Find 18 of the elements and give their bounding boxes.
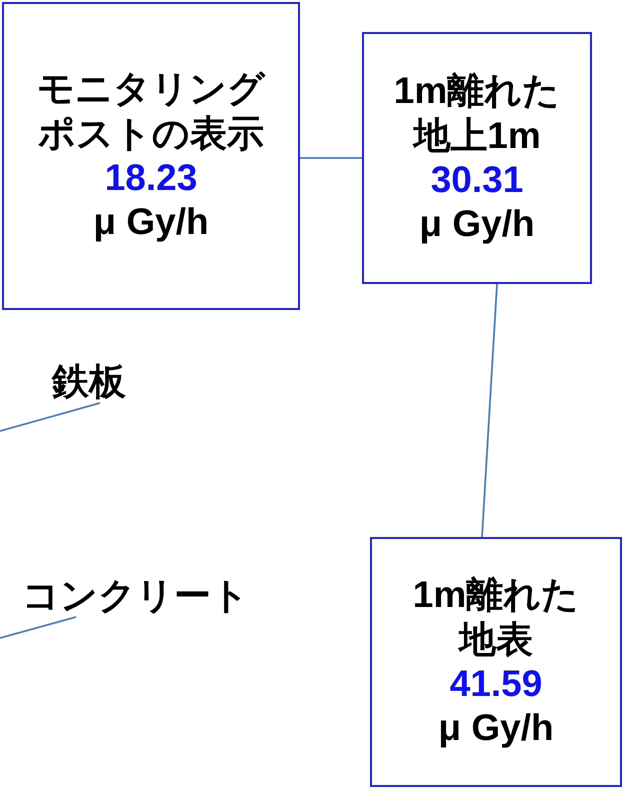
connector-line <box>481 284 498 538</box>
location-label: 1m離れた地表 <box>412 573 580 662</box>
unit-label: μ Gy/h <box>438 706 554 750</box>
leader-line <box>0 402 100 432</box>
dose-value: 41.59 <box>450 662 542 706</box>
location-label: モニタリングポストの表示 <box>36 67 266 156</box>
material-label: 鉄板 <box>52 360 126 404</box>
measurement-box <box>2 2 300 310</box>
dose-value: 18.23 <box>104 156 198 200</box>
connector-line <box>300 157 362 159</box>
unit-label: μ Gy/h <box>93 200 209 244</box>
measurement-box <box>370 537 622 787</box>
unit-label: μ Gy/h <box>419 202 535 246</box>
measurement-box <box>362 32 592 284</box>
location-label: 1m離れた地上1m <box>392 69 562 158</box>
material-label: コンクリート <box>22 574 249 618</box>
leader-line <box>0 616 76 639</box>
dose-value: 30.31 <box>430 158 524 202</box>
